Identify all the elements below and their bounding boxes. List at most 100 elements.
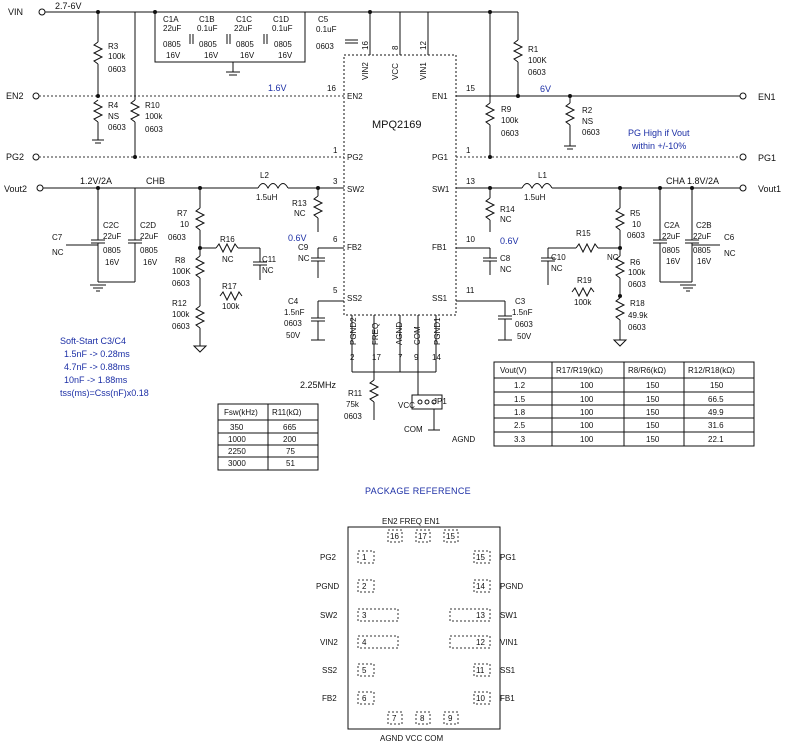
vin-rail: VIN 2.7-6V (8, 1, 518, 17)
label-components-r18-0: R18 (630, 299, 645, 308)
label-components-c2c-0: C2C (103, 221, 119, 230)
fsw-label: 2.25MHz (300, 380, 337, 390)
label-components-r1-1: 100K (528, 56, 547, 65)
label-components-c1c-2: 0805 (236, 40, 254, 49)
label-components-r5-1: 10 (632, 220, 641, 229)
resistor-r5: R5 10 0603 (614, 188, 645, 248)
input-cap-bank: C1A 22uF 0805 16V C1B 0.1uF 0805 16V C1C… (154, 11, 306, 76)
fb1-net: 0.6V (456, 236, 519, 249)
label-components-r19-1: 100k (574, 298, 592, 307)
label-components-r9-2: 0603 (501, 129, 519, 138)
vout2-label: Vout2 (4, 184, 27, 194)
label-components-l2-0: L2 (260, 171, 269, 180)
label-package-right-3-name: VIN1 (500, 638, 518, 647)
label-package-right-0-name: PG1 (500, 553, 517, 562)
resistor-r13: R13 NC (292, 188, 324, 232)
label-package-left-2-num: 3 (362, 611, 367, 620)
label-components-r14-1: NC (500, 215, 512, 224)
en2-label: EN2 (6, 91, 24, 101)
label-components-r2-2: 0603 (582, 128, 600, 137)
label-vout_table-rows-4-0: 3.3 (514, 435, 526, 444)
label-ic-top_pins-0-name: VIN2 (361, 62, 370, 80)
label-package-bottom_pins-1: 8 (420, 714, 425, 723)
package-bottom-label: AGND VCC COM (380, 734, 443, 743)
en1-net: EN1 6V (456, 84, 776, 102)
label-ic-right_pins-2-name: SW1 (432, 185, 450, 194)
label-components-c3-3: 50V (517, 332, 532, 341)
label-vout_table-rows-4-3: 22.1 (708, 435, 724, 444)
cap-c2c: C2C 22uF 0805 16V (91, 188, 121, 282)
label-freq_table-rows-0-1: 665 (283, 423, 297, 432)
label-components-r8-0: R8 (175, 256, 186, 265)
label-ic-right_pins-1-num: 1 (466, 146, 471, 155)
label-components-r7-1: 10 (180, 220, 189, 229)
label-components-c2b-3: 16V (697, 257, 712, 266)
label-notes-softstart-2: 4.7nF -> 0.88ms (64, 362, 130, 372)
cap-c5: C5 0.1uF 0603 (316, 15, 358, 51)
label-vout_table-rows-2-1: 100 (580, 408, 594, 417)
label-components-r16-0: R16 (220, 235, 235, 244)
label-package-left-0-num: 1 (362, 553, 367, 562)
label-ic-left_pins-4-num: 5 (333, 286, 338, 295)
label-vout_table-rows-2-2: 150 (646, 408, 660, 417)
label-ic-left_pins-1-num: 1 (333, 146, 338, 155)
en1-label: EN1 (758, 92, 776, 102)
label-ic-right_ss-num: 11 (466, 286, 475, 295)
label-ic-left_pins-2-num: 3 (333, 177, 338, 186)
label-package-left-3-num: 4 (362, 638, 367, 647)
label-package-left-1-name: PGND (316, 582, 339, 591)
label-components-c9-0: C9 (298, 243, 309, 252)
label-vout_table-rows-1-2: 150 (646, 395, 660, 404)
resistor-r2: R2 NS 0603 (564, 96, 600, 150)
label-components-c1d-2: 0805 (274, 40, 292, 49)
label-vout_table-rows-1-3: 66.5 (708, 395, 724, 404)
label-components-c4-1: 1.5nF (284, 308, 305, 317)
vout2-spec: 1.2V/2A (80, 176, 112, 186)
label-components-c1b-2: 0805 (199, 40, 217, 49)
label-freq_table-rows-1-0: 1000 (228, 435, 246, 444)
label-components-r18-2: 0603 (628, 323, 646, 332)
label-notes-pg_note-0: PG High if Vout (628, 128, 690, 138)
label-components-c5-2: 0603 (316, 42, 334, 51)
label-package-right-4-num: 11 (476, 666, 485, 675)
cap-c4: C4 1.5nF 0603 50V (284, 297, 344, 341)
label-components-c2b-2: 0805 (693, 246, 711, 255)
cap-c7: C7 NC (52, 233, 98, 257)
vin-label: VIN (8, 7, 23, 17)
label-vout_table-headers-2: R8/R6(kΩ) (628, 366, 666, 375)
label-components-r11-2: 0603 (344, 412, 362, 421)
label-ic-left_pins-3-name: FB2 (347, 243, 362, 252)
label-ic-bottom_pins-3-num: 9 (414, 353, 419, 362)
label-components-c4-0: C4 (288, 297, 299, 306)
label-components-r2-1: NS (582, 117, 593, 126)
fb2-net: 0.6V (288, 233, 344, 249)
label-package-left-2-name: SW2 (320, 611, 338, 620)
label-freq_table-rows-3-0: 3000 (228, 459, 246, 468)
package-title: PACKAGE REFERENCE (365, 486, 471, 496)
label-components-r15-1: NC (607, 253, 619, 262)
label-notes-softstart-4: tss(ms)=Css(nF)x0.18 (60, 388, 149, 398)
label-components-c5-0: C5 (318, 15, 329, 24)
resistor-r16: R16 NC (198, 235, 260, 264)
label-components-c2d-3: 16V (143, 258, 158, 267)
label-vout_table-rows-0-3: 150 (710, 381, 724, 390)
label-package-bottom_pins-0: 7 (392, 714, 397, 723)
label-components-r13-0: R13 (292, 199, 307, 208)
vout1-label: Vout1 (758, 184, 781, 194)
label-components-c1d-1: 0.1uF (272, 24, 293, 33)
chb-label: CHB (146, 176, 165, 186)
cap-c1a: C1A 22uF 0805 16V (163, 15, 181, 60)
label-package-top_pins-0: 16 (390, 532, 399, 541)
label-freq_table-rows-2-1: 75 (286, 447, 295, 456)
v16-label: 1.6V (268, 83, 287, 93)
label-vout_table-rows-0-1: 100 (580, 381, 594, 390)
label-vout_table-rows-3-0: 2.5 (514, 421, 526, 430)
label-components-c3-2: 0603 (515, 320, 533, 329)
label-components-l2-1: 1.5uH (256, 193, 278, 202)
pg1-net: PG1 (456, 153, 776, 163)
label-vout_table-headers-1: R17/R19(kΩ) (556, 366, 603, 375)
label-components-c9-1: NC (298, 254, 310, 263)
label-ic-right_pins-0-name: EN1 (432, 92, 448, 101)
jumper-jp1: JP1 VCC COM AGND (398, 394, 475, 444)
